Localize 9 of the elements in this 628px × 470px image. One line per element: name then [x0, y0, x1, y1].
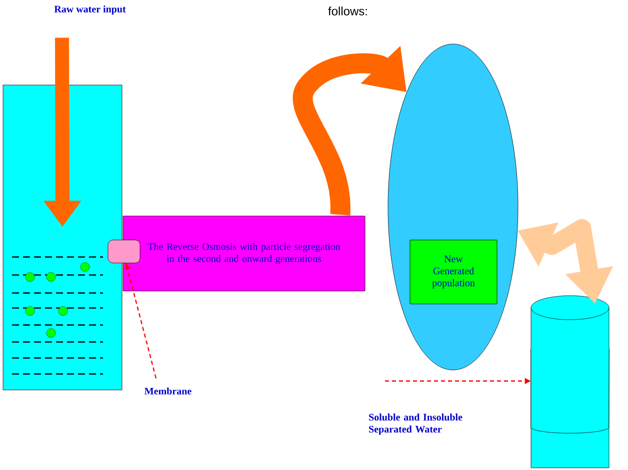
note-text: Soluble and Insoluble Separated Water	[369, 414, 462, 435]
input-label: Raw water input	[54, 5, 126, 15]
tank-box	[2, 84, 122, 390]
membrane-shape	[108, 240, 140, 264]
membrane-label: Membrane	[144, 387, 192, 394]
cylinder-shape	[530, 296, 610, 468]
process-box: The Reverse Osmosis with particle segregation in the second and onward generations	[122, 216, 366, 292]
note-text: follows:	[328, 6, 367, 16]
population-box: New Generated population	[410, 240, 498, 304]
